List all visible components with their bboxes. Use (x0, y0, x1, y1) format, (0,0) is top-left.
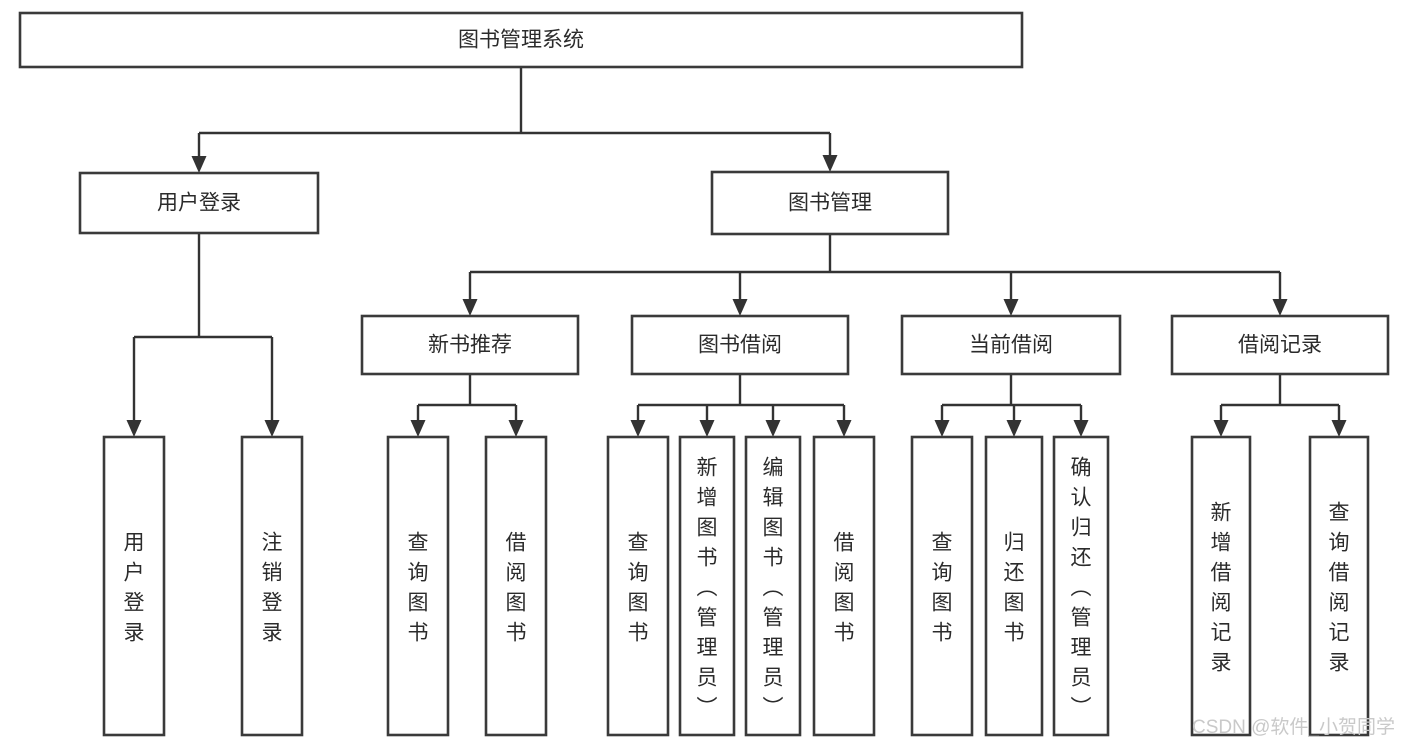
node-leaf-edit-book[interactable]: 编辑图书︵管理员︶ (744, 435, 802, 737)
node-label: 查询图书 (408, 531, 429, 644)
connector-layer (126, 67, 1347, 437)
connector-c-book-manage (462, 234, 1288, 316)
node-leaf-borrow-book-2[interactable]: 借阅图书 (812, 435, 876, 737)
node-leaf-return-book[interactable]: 归还图书 (984, 435, 1044, 737)
node-book-manage[interactable]: 图书管理 (710, 170, 950, 236)
node-new-book-rec[interactable]: 新书推荐 (360, 314, 580, 376)
node-leaf-query-book-1[interactable]: 查询图书 (386, 435, 450, 737)
node-label: 图书管理系统 (458, 29, 584, 52)
node-book-borrow[interactable]: 图书借阅 (630, 314, 850, 376)
connector-c-borrow-record (1213, 374, 1347, 437)
node-label: 当前借阅 (969, 334, 1053, 357)
node-label: 新增借阅记录 (1211, 501, 1232, 674)
node-label: 图书管理 (788, 192, 872, 215)
node-leaf-user-login[interactable]: 用户登录 (102, 435, 166, 737)
node-label: 借阅图书 (834, 531, 855, 644)
node-label: 查询图书 (932, 531, 953, 644)
connector-c-root (191, 67, 838, 173)
node-user-login[interactable]: 用户登录 (78, 171, 320, 235)
node-leaf-query-book-2[interactable]: 查询图书 (606, 435, 670, 737)
node-label: 注销登录 (262, 531, 283, 644)
node-label: 借阅记录 (1238, 334, 1322, 357)
node-label: 图书借阅 (698, 334, 782, 357)
node-leaf-borrow-book-1[interactable]: 借阅图书 (484, 435, 548, 737)
node-label: 借阅图书 (506, 531, 527, 644)
node-label: 查询图书 (628, 531, 649, 644)
node-leaf-add-book[interactable]: 新增图书︵管理员︶ (678, 435, 736, 737)
node-label: 用户登录 (157, 192, 241, 215)
node-current-borrow[interactable]: 当前借阅 (900, 314, 1122, 376)
watermark: CSDN @软件_小贺同学 (1192, 716, 1395, 738)
connector-c-current-borrow (934, 374, 1089, 437)
connector-c-new-book-rec (410, 374, 524, 437)
node-label: 归还图书 (1004, 531, 1025, 644)
node-leaf-add-record[interactable]: 新增借阅记录 (1190, 435, 1252, 737)
node-layer: 图书管理系统用户登录图书管理新书推荐图书借阅当前借阅借阅记录用户登录注销登录查询… (18, 11, 1390, 737)
node-label: 用户登录 (124, 531, 145, 644)
node-root[interactable]: 图书管理系统 (18, 11, 1024, 69)
node-label: 新增图书︵管理员︶ (697, 456, 718, 719)
node-leaf-confirm-return[interactable]: 确认归还︵管理员︶ (1052, 435, 1110, 737)
connector-c-book-borrow (630, 374, 852, 437)
node-leaf-user-logout[interactable]: 注销登录 (240, 435, 304, 737)
node-leaf-query-book-3[interactable]: 查询图书 (910, 435, 974, 737)
connector-c-user-login (126, 233, 280, 437)
node-label: 确认归还︵管理员︶ (1071, 456, 1092, 719)
node-label: 新书推荐 (428, 334, 512, 357)
node-leaf-query-record[interactable]: 查询借阅记录 (1308, 435, 1370, 737)
node-label: 编辑图书︵管理员︶ (763, 456, 784, 719)
node-borrow-record[interactable]: 借阅记录 (1170, 314, 1390, 376)
node-label: 查询借阅记录 (1329, 501, 1350, 674)
